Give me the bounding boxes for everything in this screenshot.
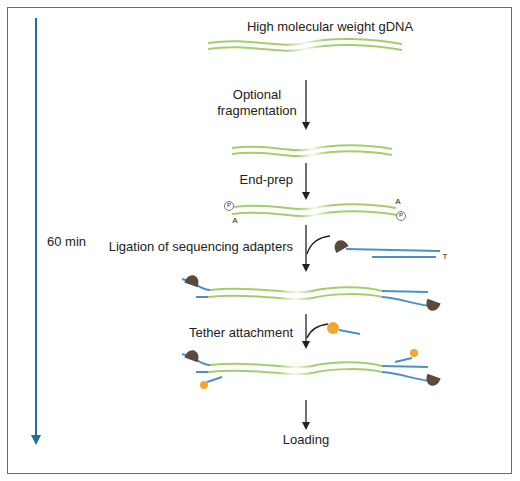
t-overhang-label: T bbox=[439, 252, 451, 262]
tether bbox=[200, 381, 208, 389]
step-label: Tether attachment bbox=[133, 325, 293, 341]
dna-fragment bbox=[232, 145, 392, 156]
step-label: Ligation of sequencing adapters bbox=[73, 239, 293, 255]
step-label: End-prep bbox=[173, 172, 293, 188]
tether-reagent bbox=[327, 322, 360, 334]
tether bbox=[410, 349, 418, 357]
motor-protein bbox=[424, 374, 441, 388]
motor-protein bbox=[184, 273, 201, 287]
end-prepped-dna bbox=[232, 204, 397, 216]
frame bbox=[8, 8, 512, 474]
motor-protein bbox=[184, 348, 201, 362]
phosphate-label: P bbox=[223, 202, 235, 209]
adapter-reagent bbox=[331, 237, 440, 257]
a-tail-label: A bbox=[392, 197, 404, 207]
time-arrow bbox=[35, 18, 37, 440]
step-label: Loading bbox=[256, 432, 356, 448]
gdna bbox=[208, 39, 402, 51]
tethered-dna bbox=[182, 354, 430, 382]
a-tail-label: A bbox=[229, 216, 241, 226]
step-label: Optional fragmentation bbox=[207, 87, 307, 118]
heading-label: High molecular weight gDNA bbox=[220, 19, 440, 35]
ligated-dna bbox=[182, 279, 430, 306]
motor-protein bbox=[424, 299, 441, 313]
time-label: 60 min bbox=[47, 234, 117, 250]
phosphate-label: P bbox=[395, 212, 407, 219]
